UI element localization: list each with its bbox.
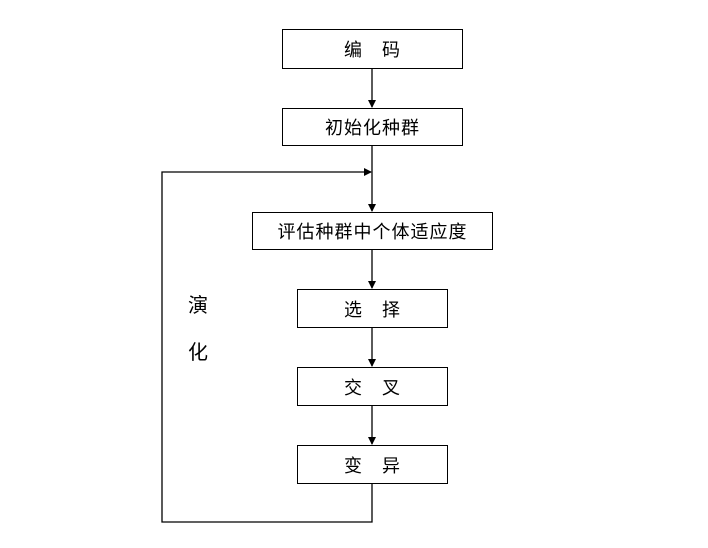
- mutate-label: 变 异: [344, 455, 401, 477]
- init-population-box: 初始化种群: [282, 108, 463, 146]
- loop-back-line: [161, 168, 373, 523]
- encode-label: 编 码: [344, 40, 401, 61]
- select-box: 选 择: [297, 289, 448, 328]
- select-label: 选 择: [344, 299, 401, 321]
- evaluate-fitness-box: 评估种群中个体适应度: [252, 212, 493, 250]
- encode-box: 编 码: [282, 29, 463, 69]
- evaluate-fitness-label: 评估种群中个体适应度: [277, 222, 468, 243]
- mutate-box: 变 异: [297, 445, 448, 484]
- loop-label-char-2: 化: [188, 340, 208, 364]
- loop-label-char-1: 演: [188, 293, 208, 317]
- init-population-label: 初始化种群: [325, 118, 420, 139]
- crossover-box: 交 叉: [297, 367, 448, 406]
- crossover-label: 交 叉: [344, 377, 401, 399]
